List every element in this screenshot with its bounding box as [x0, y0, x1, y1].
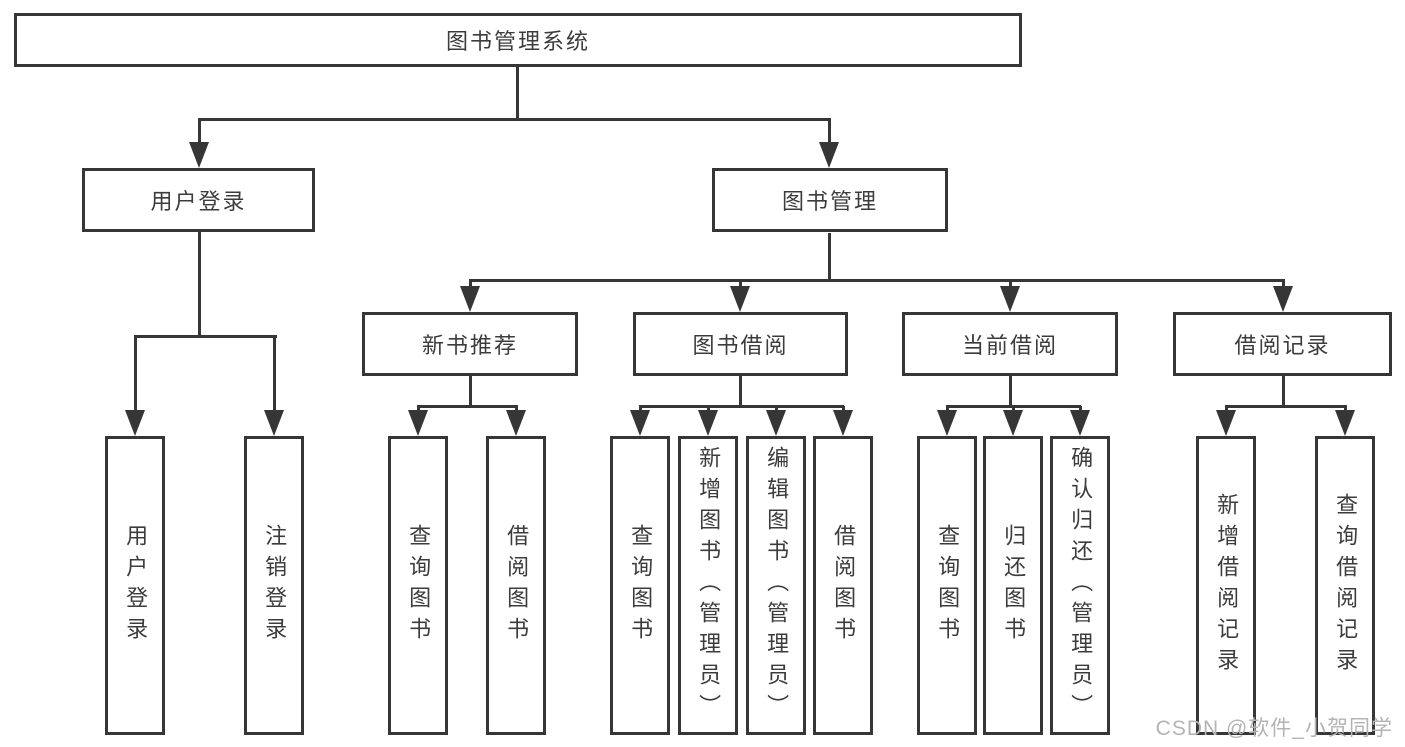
arrowhead-down-icon	[264, 410, 284, 436]
connector-line	[841, 406, 845, 412]
arrowhead-down-icon	[819, 142, 839, 168]
connector-line	[738, 280, 742, 288]
node-book-management: 图书管理	[712, 168, 948, 232]
connector-line	[1281, 280, 1285, 288]
connector-line	[272, 336, 276, 412]
csdn-watermark: CSDN @软件_小贺同学	[1155, 717, 1393, 740]
node-borrowing-records: 借阅记录	[1173, 312, 1392, 376]
connector-line	[1224, 406, 1228, 412]
node-label: 图书借阅	[692, 333, 789, 358]
connector-line	[774, 406, 778, 412]
leaf-bb-edit-book-admin: 编辑图书（管理员）	[746, 436, 806, 735]
connector-line	[827, 119, 831, 144]
node-label: 新增借阅记录	[1214, 492, 1240, 679]
leaf-nb-borrow-books: 借阅图书	[486, 436, 546, 735]
leaf-bb-borrow-books: 借阅图书	[813, 436, 873, 735]
connector-line	[1281, 376, 1285, 408]
connector-line	[468, 280, 472, 288]
connector-line	[197, 119, 201, 144]
arrowhead-down-icon	[189, 142, 209, 168]
node-label: 确认归还（管理员）	[1068, 446, 1094, 725]
connector-line	[1011, 406, 1015, 412]
leaf-user-login: 用户登录	[105, 436, 165, 735]
arrowhead-down-icon	[730, 286, 750, 312]
arrowhead-down-icon	[1335, 410, 1355, 436]
arrowhead-down-icon	[833, 410, 853, 436]
connector-line	[827, 233, 831, 280]
node-label: 借阅图书	[504, 523, 530, 648]
node-label: 新增图书（管理员）	[696, 446, 722, 725]
connector-line	[1008, 376, 1012, 408]
arrowhead-down-icon	[1216, 410, 1236, 436]
connector-line	[133, 334, 277, 338]
node-new-book-recommendation: 新书推荐	[362, 312, 578, 376]
connector-line	[514, 406, 518, 412]
connector-line	[706, 406, 710, 412]
connector-line	[945, 406, 949, 412]
connector-line	[515, 67, 519, 119]
arrowhead-down-icon	[125, 410, 145, 436]
connector-line	[468, 376, 472, 408]
leaf-nb-query-books: 查询图书	[388, 436, 448, 735]
node-label: 新书推荐	[421, 333, 518, 358]
node-book-borrowing: 图书借阅	[633, 312, 848, 376]
node-label: 注销登录	[262, 523, 288, 648]
connector-line	[197, 232, 201, 336]
node-user-login: 用户登录	[82, 168, 315, 232]
connector-line	[1078, 406, 1082, 412]
node-label: 用户登录	[150, 189, 247, 214]
leaf-cb-confirm-return-admin: 确认归还（管理员）	[1050, 436, 1110, 735]
connector-line	[1343, 406, 1347, 412]
leaf-br-add-borrow-record: 新增借阅记录	[1196, 436, 1256, 735]
node-label: 查询图书	[935, 523, 961, 648]
node-label: 编辑图书（管理员）	[764, 446, 790, 725]
leaf-bb-query-books: 查询图书	[610, 436, 670, 735]
connector-line	[197, 117, 831, 121]
node-label: 归还图书	[1001, 523, 1027, 648]
arrowhead-down-icon	[408, 410, 428, 436]
node-label: 借阅图书	[831, 523, 857, 648]
connector-line	[133, 336, 137, 412]
arrowhead-down-icon	[1003, 410, 1023, 436]
node-label: 借阅记录	[1234, 333, 1331, 358]
node-label: 查询图书	[406, 523, 432, 648]
leaf-cb-return-book: 归还图书	[983, 436, 1043, 735]
connector-line	[638, 404, 844, 408]
node-label: 图书管理	[781, 189, 878, 214]
node-label: 查询借阅记录	[1333, 492, 1359, 679]
arrowhead-down-icon	[1273, 286, 1293, 312]
arrowhead-down-icon	[1000, 286, 1020, 312]
connector-line	[416, 406, 420, 412]
connector-line	[416, 404, 518, 408]
node-label: 用户登录	[123, 523, 149, 648]
arrowhead-down-icon	[698, 410, 718, 436]
arrowhead-down-icon	[766, 410, 786, 436]
connector-line	[1008, 280, 1012, 288]
arrowhead-down-icon	[506, 410, 526, 436]
connector-line	[638, 406, 642, 412]
connector-line	[738, 376, 742, 408]
connector-line	[1224, 404, 1347, 408]
arrowhead-down-icon	[1070, 410, 1090, 436]
node-label: 查询图书	[628, 523, 654, 648]
node-library-management-system: 图书管理系统	[14, 13, 1022, 67]
leaf-cb-query-books: 查询图书	[917, 436, 977, 735]
node-label: 当前借阅	[961, 333, 1058, 358]
arrowhead-down-icon	[630, 410, 650, 436]
connector-line	[468, 278, 1285, 282]
arrowhead-down-icon	[460, 286, 480, 312]
leaf-logout: 注销登录	[244, 436, 304, 735]
leaf-bb-add-book-admin: 新增图书（管理员）	[678, 436, 738, 735]
leaf-br-query-borrow-record: 查询借阅记录	[1315, 436, 1375, 735]
node-label: 图书管理系统	[445, 29, 590, 54]
arrowhead-down-icon	[937, 410, 957, 436]
node-current-borrowing: 当前借阅	[902, 312, 1118, 376]
